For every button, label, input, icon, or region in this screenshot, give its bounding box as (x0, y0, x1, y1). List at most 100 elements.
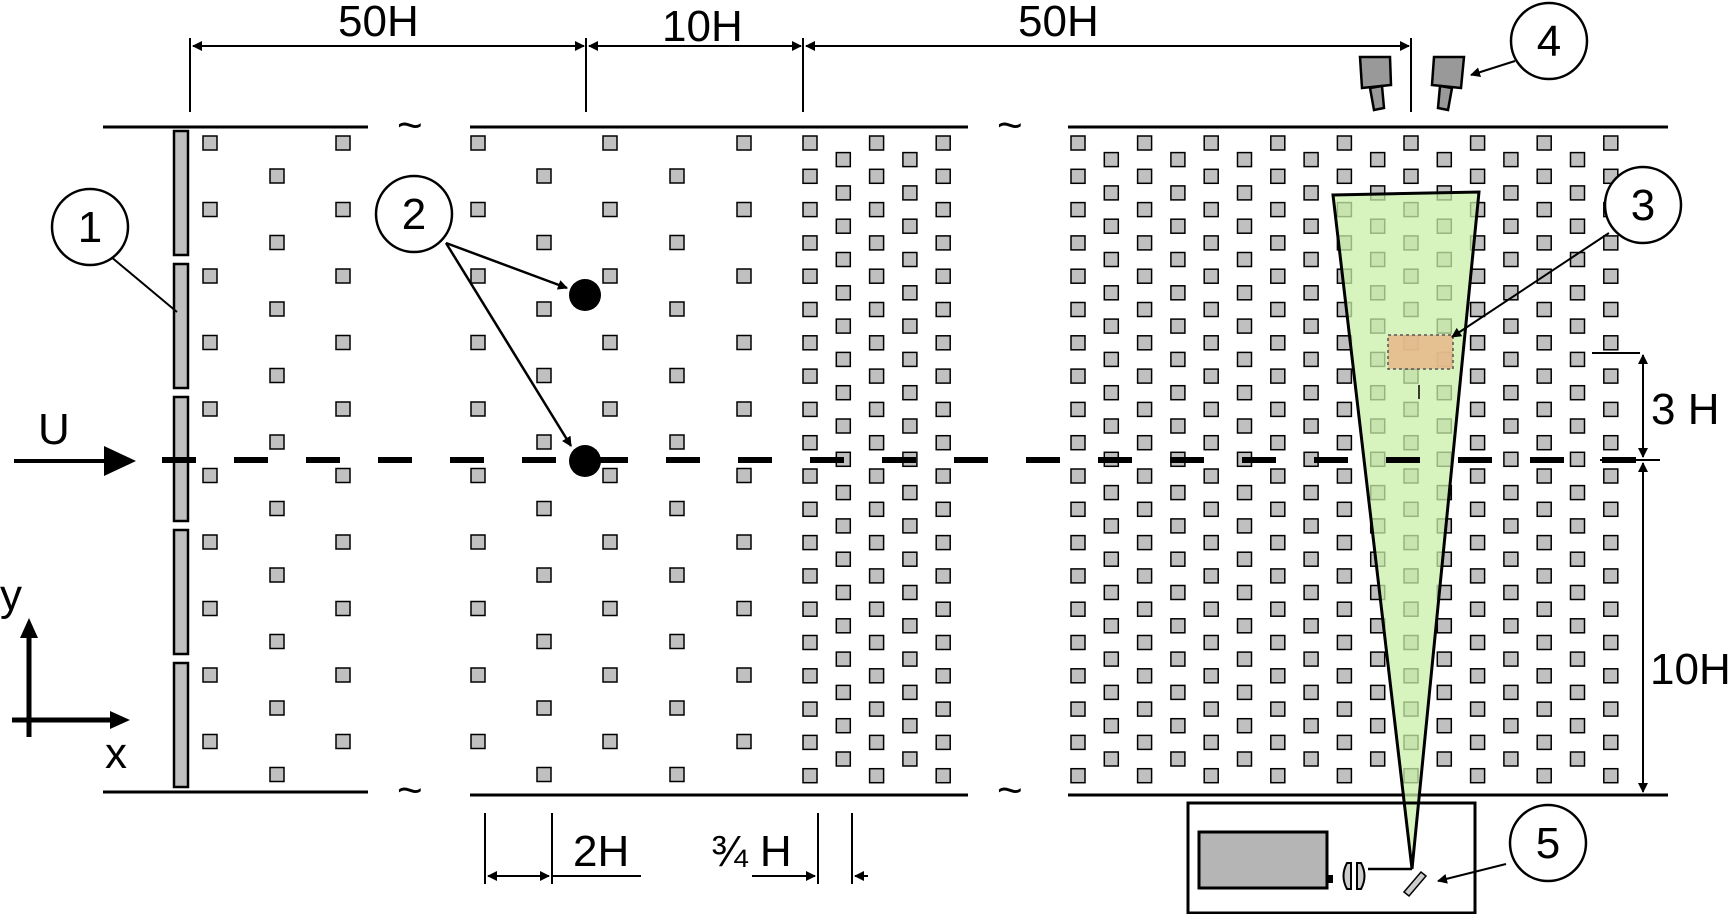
roughness-element (1536, 201, 1552, 218)
roughness-element (669, 567, 685, 583)
fence-plate (172, 262, 190, 390)
roughness-element (835, 418, 852, 434)
callout-circle (1603, 165, 1683, 245)
top-dimensions (189, 38, 1412, 112)
dim-label-right-top: 3 H (1651, 385, 1719, 434)
roughness-element (1303, 551, 1319, 567)
roughness-element (470, 667, 486, 683)
roughness-element (202, 733, 218, 750)
callout-circle (50, 187, 130, 267)
roughness-element (1103, 418, 1120, 434)
roughness-element (335, 268, 351, 284)
roughness-element (802, 201, 818, 218)
callout-circle (1508, 803, 1588, 883)
roughness-element (602, 534, 618, 550)
roughness-element (1170, 684, 1186, 701)
roughness-element (470, 401, 486, 417)
roughness-element (1303, 251, 1319, 268)
roughness-element (602, 401, 618, 417)
roughness-element (802, 168, 818, 185)
roughness-element (1303, 618, 1319, 634)
callout-2: 2 (374, 174, 454, 254)
roughness-element (902, 551, 918, 567)
roughness-element (935, 501, 951, 518)
roughness-element (802, 268, 818, 284)
roughness-element (1469, 135, 1486, 151)
roughness-element (835, 251, 852, 268)
roughness-element (1136, 701, 1153, 717)
roughness-element (1469, 568, 1486, 584)
roughness-element (1103, 185, 1120, 201)
roughness-element (835, 584, 852, 601)
roughness-element (902, 618, 918, 634)
roughness-element (1136, 634, 1153, 651)
roughness-element (835, 384, 852, 401)
roughness-element (669, 168, 685, 184)
roughness-element (335, 534, 351, 550)
roughness-element (335, 334, 351, 351)
roughness-element (1436, 151, 1453, 168)
roughness-element (1170, 484, 1186, 501)
roughness-element (1469, 501, 1486, 518)
roughness-element (1236, 251, 1253, 268)
roughness-element (1536, 434, 1552, 451)
roughness-element (1536, 734, 1552, 751)
roughness-element (1203, 201, 1219, 218)
roughness-element (1403, 168, 1419, 185)
roughness-element (835, 518, 852, 534)
roughness-element (935, 468, 951, 484)
callout-2-label: 2 (402, 190, 426, 239)
roughness-element (835, 751, 852, 767)
roughness-element (1536, 568, 1552, 584)
roughness-element (902, 251, 918, 268)
roughness-element (1103, 651, 1120, 667)
roughness-element (1270, 235, 1286, 251)
roughness-element (1270, 301, 1286, 318)
roughness-element (1503, 684, 1519, 701)
roughness-element (1603, 701, 1619, 717)
roughness-element (935, 135, 951, 151)
roughness-element (269, 633, 285, 650)
roughness-element (669, 700, 685, 716)
roughness-element (935, 201, 951, 218)
roughness-element (1136, 434, 1153, 451)
roughness-element (1369, 151, 1386, 168)
roughness-element (835, 218, 852, 234)
roughness-element (1136, 335, 1153, 351)
fence-plate (172, 129, 190, 257)
right-dimensions (1592, 352, 1660, 793)
roughness-element (1236, 318, 1253, 334)
roughness-element (935, 634, 951, 651)
roughness-element (1203, 601, 1219, 617)
roughness-element (868, 301, 885, 318)
roughness-element (1536, 601, 1552, 617)
roughness-element (902, 584, 918, 601)
roughness-element (1203, 501, 1219, 518)
roughness-element (1569, 751, 1586, 767)
break-mark-bottom-right: ~ (997, 766, 1023, 815)
roughness-element (935, 668, 951, 684)
laser-enclosure (1186, 801, 1477, 915)
roughness-element (1103, 551, 1120, 567)
roughness-element (1536, 401, 1552, 418)
roughness-element (1070, 434, 1086, 451)
roughness-element (1603, 301, 1619, 318)
callout-5-label: 5 (1536, 819, 1560, 868)
roughness-element (335, 667, 351, 683)
roughness-element (935, 534, 951, 551)
roughness-element (1136, 734, 1153, 751)
roughness-element (835, 185, 852, 201)
dim-label-element-size: ¾ H (711, 827, 792, 876)
roughness-element (1070, 468, 1086, 484)
roughness-element (868, 401, 885, 418)
roughness-element (868, 668, 885, 684)
camera-right-body (1430, 55, 1466, 90)
roughness-element (1136, 235, 1153, 251)
roughness-element (1170, 251, 1186, 268)
roughness-element (1236, 151, 1253, 168)
probe-point-centerline (569, 445, 601, 477)
roughness-element (1270, 201, 1286, 218)
roughness-element (1336, 701, 1353, 717)
roughness-element (1103, 251, 1120, 268)
roughness-element (335, 201, 351, 218)
